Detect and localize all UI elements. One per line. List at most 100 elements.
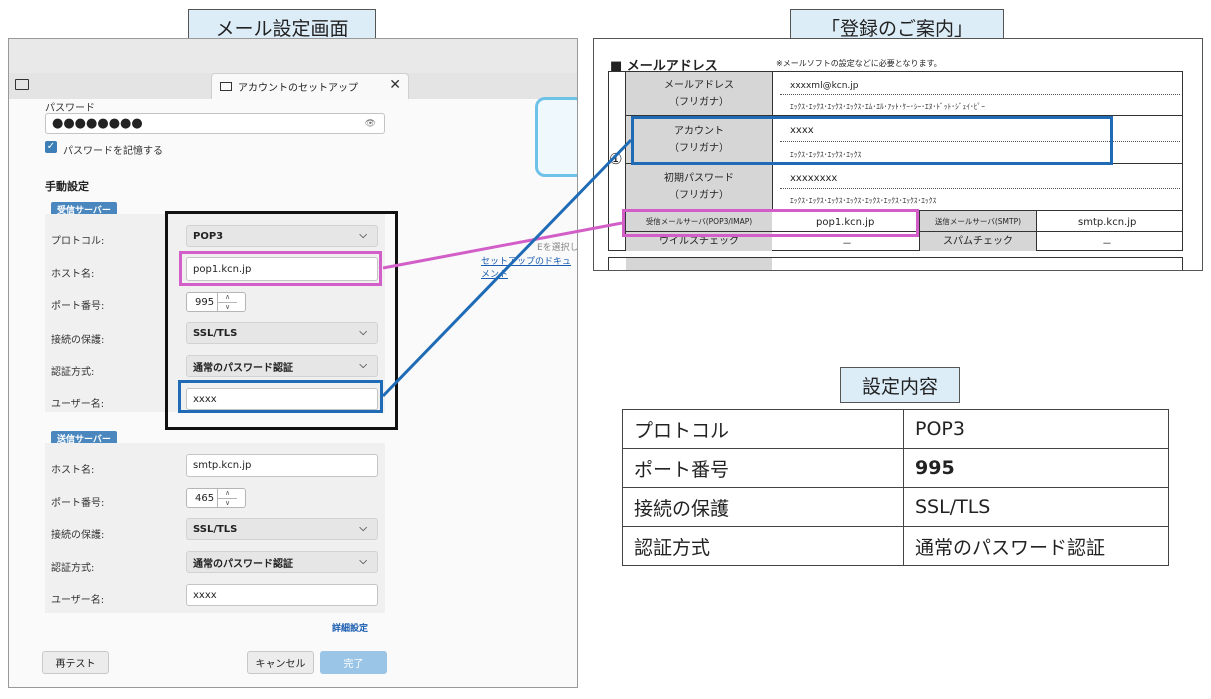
outgoing-port-value: 465: [195, 492, 215, 504]
info-table: [608, 71, 1183, 251]
outgoing-auth-value: 通常のパスワード認証: [193, 558, 293, 570]
password-kana-value: ｴｯｸｽ･ｴｯｸｽ･ｴｯｸｽ･ｴｯｸｽ･ｴｯｸｽ･ｴｯｸｽ･ｴｯｸｽ･ｴｯｸｽ: [790, 196, 937, 205]
port-label: ポート番号: [622, 448, 904, 488]
setup-docs-link[interactable]: セットアップのドキュメント: [481, 257, 572, 280]
outgoing-host-value: smtp.kcn.jp: [193, 460, 252, 471]
initial-password-label: 初期パスワード: [664, 173, 734, 184]
callout-settings-content: 設定内容: [840, 367, 960, 403]
settings-table: プロトコル POP3 ポート番号 995 接続の保護 SSL/TLS 認証方式 …: [622, 409, 1169, 566]
mail-client-window: アカウントのセットアップ ✕ パスワード ●●●●●●●● 👁 ✓ パスワードを…: [8, 38, 578, 688]
incoming-user-input[interactable]: xxxx: [186, 388, 378, 410]
folder-icon[interactable]: [15, 79, 29, 90]
manual-setup-heading: 手動設定: [45, 180, 89, 193]
cancel-button[interactable]: キャンセル: [247, 651, 314, 674]
table-row: プロトコル POP3: [622, 409, 1169, 449]
account-highlight-box: [631, 116, 1113, 165]
protocol-value: POP3: [903, 409, 1169, 449]
section-note: ※メールソフトの設定などに必要となります。: [776, 59, 942, 68]
incoming-server-value: pop1.kcn.jp: [816, 217, 875, 228]
chevron-down-icon: ⌵: [359, 230, 367, 241]
user-highlight-box: [178, 380, 383, 413]
password-label-cell: 初期パスワード （フリガナ）: [626, 164, 772, 210]
incoming-protocol-value: POP3: [193, 230, 224, 242]
remember-password-checkbox[interactable]: ✓: [45, 141, 57, 153]
done-button[interactable]: 完了: [320, 651, 387, 674]
account-kana-label: （フリガナ）: [669, 142, 729, 154]
virus-check-label: ウイルスチェック: [659, 236, 739, 247]
incoming-port-stepper[interactable]: 995 ∧∨: [186, 292, 246, 312]
retest-button[interactable]: 再テスト: [42, 651, 109, 674]
protocol-label: プロトコル: [622, 409, 904, 449]
incoming-server-label-cell: 受信メールサーバ(POP3/IMAP): [626, 211, 772, 231]
incoming-auth-select[interactable]: 通常のパスワード認証 ⌵: [186, 355, 378, 377]
incoming-security-label: 接続の保護:: [51, 335, 105, 346]
spam-check-label: スパムチェック: [943, 236, 1013, 247]
email-value: xxxxml@kcn.jp: [790, 81, 859, 91]
password-field[interactable]: ●●●●●●●● 👁: [45, 113, 385, 134]
window-titlebar: [9, 39, 577, 73]
spam-check-value: －: [1102, 239, 1112, 250]
account-label-cell: アカウント （フリガナ）: [626, 116, 772, 163]
outgoing-auth-select[interactable]: 通常のパスワード認証 ⌵: [186, 551, 378, 573]
close-icon[interactable]: ✕: [389, 77, 401, 93]
account-label: アカウント: [674, 125, 724, 137]
side-text: Eを選択した: [537, 243, 578, 253]
chevron-down-icon: ⌵: [359, 360, 367, 371]
chevron-down-icon[interactable]: ∨: [218, 498, 237, 508]
incoming-server-highlight-box: [622, 209, 919, 237]
incoming-auth-value: 通常のパスワード認証: [193, 362, 293, 374]
outgoing-server-label-cell: 送信メールサーバ(SMTP): [920, 211, 1036, 231]
email-kana-value: ｴｯｸｽ･ｴｯｸｽ･ｴｯｸｽ･ｴｯｸｽ･ｴﾑ･ｴﾙ･ｱｯﾄ･ｹｰ･ｼｰ･ｴﾇ･ﾄ…: [790, 102, 985, 111]
outgoing-user-input[interactable]: xxxx: [186, 584, 378, 606]
incoming-port-label: ポート番号:: [51, 301, 105, 312]
incoming-user-value: xxxx: [193, 393, 217, 405]
chevron-down-icon: ⌵: [359, 556, 367, 567]
chevron-up-icon[interactable]: ∧: [224, 293, 231, 301]
section-title: ■ メールアドレス: [610, 59, 718, 74]
virus-check-value: －: [842, 239, 852, 250]
user-connector-line: [381, 138, 633, 398]
incoming-host-label: ホスト名:: [51, 269, 95, 280]
incoming-protocol-label: プロトコル:: [51, 236, 105, 247]
outgoing-security-select[interactable]: SSL/TLS ⌵: [186, 518, 378, 540]
outgoing-auth-label: 認証方式:: [51, 563, 95, 574]
incoming-server-panel: [45, 214, 385, 412]
outgoing-port-stepper[interactable]: 465 ∧∨: [186, 488, 246, 508]
incoming-auth-label: 認証方式:: [51, 367, 95, 378]
outgoing-user-value: xxxx: [193, 589, 217, 601]
incoming-security-select[interactable]: SSL/TLS ⌵: [186, 322, 378, 344]
account-kana-value: ｴｯｸｽ･ｴｯｸｽ･ｴｯｸｽ･ｴｯｸｽ: [790, 150, 862, 159]
outgoing-security-label: 接続の保護:: [51, 530, 105, 541]
outgoing-host-label: ホスト名:: [51, 465, 95, 476]
incoming-settings-frame: [165, 211, 398, 430]
password-value: xxxxxxxx: [790, 173, 838, 184]
outgoing-server-label: 送信メールサーバ(SMTP): [934, 216, 1022, 226]
port-value: 995: [903, 448, 1169, 488]
decorative-panel: [535, 97, 577, 177]
host-connector-line: [382, 221, 623, 270]
incoming-port-value: 995: [195, 296, 215, 308]
outgoing-user-label: ユーザー名:: [51, 595, 105, 606]
incoming-protocol-select[interactable]: POP3 ⌵: [186, 225, 378, 247]
registration-guide-sheet: ■ メールアドレス ※メールソフトの設定などに必要となります。 ① メールアドレ…: [593, 38, 1203, 271]
table-row: 認証方式 通常のパスワード認証: [622, 526, 1169, 566]
eye-icon[interactable]: 👁: [364, 119, 376, 129]
circle-number: ①: [609, 150, 623, 168]
outgoing-port-label: ポート番号:: [51, 498, 105, 509]
auth-value: 通常のパスワード認証: [903, 526, 1169, 566]
incoming-host-input[interactable]: pop1.kcn.jp: [186, 257, 378, 281]
advanced-settings-link[interactable]: 詳細設定: [332, 624, 369, 634]
outgoing-server-badge: 送信サーバー: [51, 431, 117, 446]
incoming-server-badge: 受信サーバー: [51, 202, 117, 217]
password-value: ●●●●●●●●: [52, 116, 143, 131]
host-highlight-box: [179, 251, 382, 286]
account-value: xxxx: [790, 125, 814, 136]
table-row: 接続の保護 SSL/TLS: [622, 487, 1169, 527]
spam-check-label-cell: スパムチェック: [920, 232, 1036, 251]
chevron-down-icon[interactable]: ∨: [218, 302, 237, 312]
chevron-up-icon[interactable]: ∧: [224, 489, 231, 497]
tab-account-setup[interactable]: アカウントのセットアップ ✕: [211, 73, 409, 99]
incoming-user-label: ユーザー名:: [51, 399, 105, 410]
outgoing-host-input[interactable]: smtp.kcn.jp: [186, 454, 378, 477]
